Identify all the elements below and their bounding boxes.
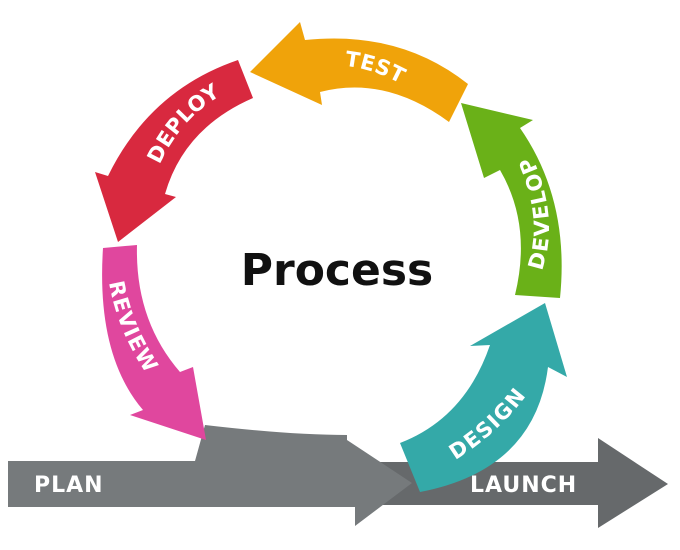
deploy-arrow xyxy=(95,60,253,242)
center-title: Process xyxy=(241,245,433,296)
launch-label: LAUNCH xyxy=(470,473,577,498)
design-arrow xyxy=(400,303,567,492)
test-arrow xyxy=(250,22,468,122)
develop-arrow xyxy=(461,103,562,298)
launch-arrow xyxy=(372,438,668,528)
plan-label: PLAN xyxy=(34,473,104,498)
plan-arrow xyxy=(8,425,412,526)
review-arrow xyxy=(102,245,206,440)
